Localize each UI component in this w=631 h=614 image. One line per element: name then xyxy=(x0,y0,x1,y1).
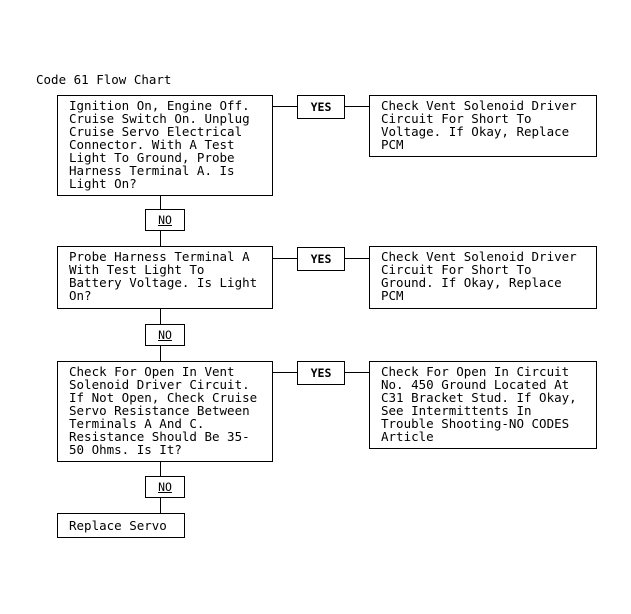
action-box-1: Check Vent Solenoid Driver Circuit For S… xyxy=(369,95,597,157)
yes-label-1: YES xyxy=(297,95,345,119)
no-label-3: NO xyxy=(145,476,185,498)
question-box-2: Probe Harness Terminal A With Test Light… xyxy=(57,246,273,309)
action-box-3: Check For Open In Circuit No. 450 Ground… xyxy=(369,361,597,449)
no-label-1: NO xyxy=(145,209,185,231)
question-box-1: Ignition On, Engine Off. Cruise Switch O… xyxy=(57,95,273,196)
question-box-3: Check For Open In Vent Solenoid Driver C… xyxy=(57,361,273,462)
no-label-2: NO xyxy=(145,324,185,346)
final-action-box: Replace Servo xyxy=(57,513,185,538)
yes-label-2: YES xyxy=(297,247,345,271)
yes-label-3: YES xyxy=(297,361,345,385)
action-box-2: Check Vent Solenoid Driver Circuit For S… xyxy=(369,246,597,309)
chart-title: Code 61 Flow Chart xyxy=(36,72,172,87)
